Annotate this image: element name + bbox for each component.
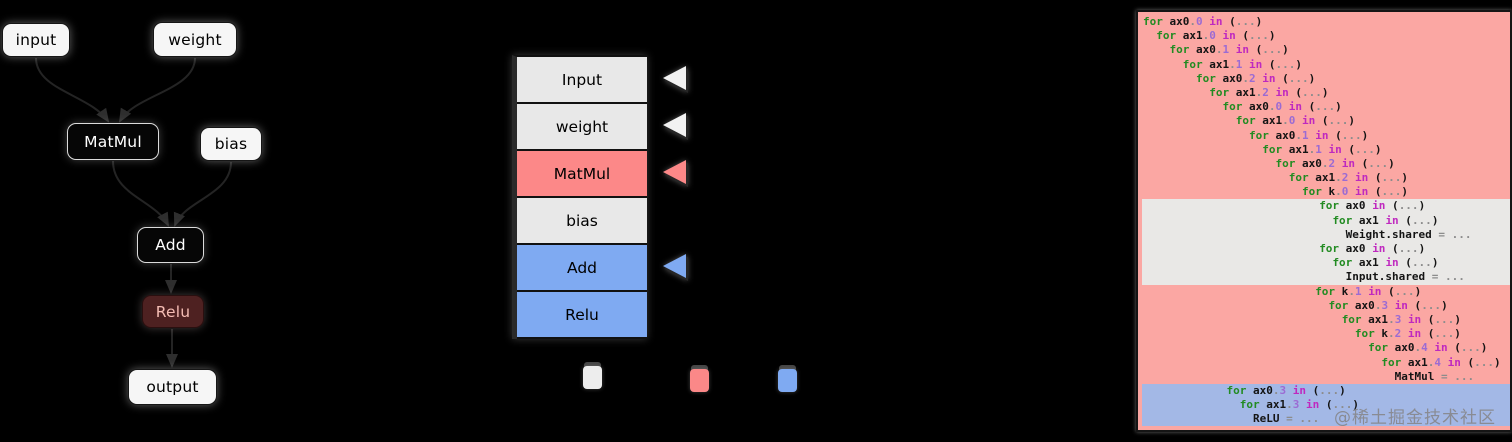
loop-code-panel: for ax0.0 in (...) for ax1.0 in (...) fo… [1136, 10, 1512, 432]
code-line: for ax1.4 in (...) [1381, 355, 1501, 369]
edge-matmul-add [112, 160, 169, 227]
stage-marker-weight-icon [663, 113, 686, 137]
graph-edges [35, 57, 232, 368]
code-line: for ax0.0 in (...) [1222, 100, 1342, 114]
stage-row-add: Add [517, 245, 647, 292]
stage-marker-add-icon [663, 254, 686, 278]
graph-node-weight: weight [153, 22, 237, 57]
code-section-blue: for ax0.3 in (...) for ax1.3 in (...) Re… [1142, 383, 1510, 427]
legend-matmul-stage-swatch [690, 369, 709, 392]
stage-row-matmul: MatMul [517, 151, 647, 198]
code-line: for k.2 in (...) [1354, 327, 1461, 341]
graph-node-input: input [2, 23, 70, 57]
graph-node-output: output [128, 369, 217, 405]
edge-weight-matmul [118, 57, 196, 123]
graph-node-bias: bias [200, 127, 262, 161]
code-line: for ax0.1 in (...) [1169, 43, 1289, 57]
legend-cache-stage-swatch [583, 366, 602, 389]
code-line: Input.shared = ... [1147, 270, 1465, 284]
code-line: for ax0.0 in (...) [1143, 15, 1263, 28]
stage-row-bias: bias [517, 198, 647, 245]
legend-relu-stage-swatch [778, 369, 797, 392]
graph-node-relu: Relu [142, 295, 204, 328]
code-line: for ax1.1 in (...) [1262, 142, 1382, 156]
code-line: Weight.shared = ... [1147, 227, 1472, 241]
graph-node-add: Add [137, 227, 204, 263]
edge-bias-add [173, 161, 232, 227]
stage-row-weight: weight [517, 104, 647, 151]
stage-marker-input-icon [663, 66, 686, 90]
code-line: for k.0 in (...) [1301, 185, 1408, 199]
code-line: for ax1 in (...) [1332, 213, 1439, 227]
stage-row-relu: Relu [517, 292, 647, 339]
stage-row-input: Input [517, 57, 647, 104]
code-line: for ax0.3 in (...) [1226, 383, 1346, 397]
code-line: MatMul = ... [1143, 369, 1475, 383]
code-line: for ax0.2 in (...) [1195, 71, 1316, 85]
code-line: for ax0.1 in (...) [1248, 128, 1369, 142]
code-section-pink: for k.1 in (...) for ax0.3 in (...) for … [1138, 285, 1510, 384]
code-line: for ax0 in (...) [1319, 242, 1426, 255]
code-line: for ax1 in (...) [1332, 256, 1439, 270]
code-line: for ax0.3 in (...) [1328, 298, 1448, 312]
code-line: for ax1.3 in (...) [1239, 398, 1359, 412]
code-line: for ax1.2 in (...) [1209, 85, 1329, 99]
code-line: for k.1 in (...) [1315, 284, 1422, 298]
code-line: for ax1.0 in (...) [1156, 29, 1276, 43]
code-line: for ax1.3 in (...) [1341, 312, 1461, 326]
code-section-gray: for ax0 in (...) for ax1 in (...) Weight… [1142, 199, 1510, 285]
stage-marker-matmul-icon [663, 160, 686, 184]
watermark-text: @稀土掘金技术社区 [1334, 408, 1496, 428]
code-line: for ax0.4 in (...) [1368, 341, 1488, 355]
code-line: for ax0 in (...) [1319, 199, 1426, 213]
code-line: for ax0.2 in (...) [1275, 156, 1395, 170]
code-line: for ax1.1 in (...) [1182, 57, 1302, 71]
edge-input-matmul [35, 57, 110, 123]
code-line: ReLU = ... [1147, 412, 1320, 426]
code-line: for ax1.0 in (...) [1235, 114, 1355, 128]
code-line: for ax1.2 in (...) [1288, 171, 1408, 185]
code-section-pink: for ax0.0 in (...) for ax1.0 in (...) fo… [1138, 15, 1510, 199]
graph-node-matmul: MatMul [67, 123, 159, 160]
